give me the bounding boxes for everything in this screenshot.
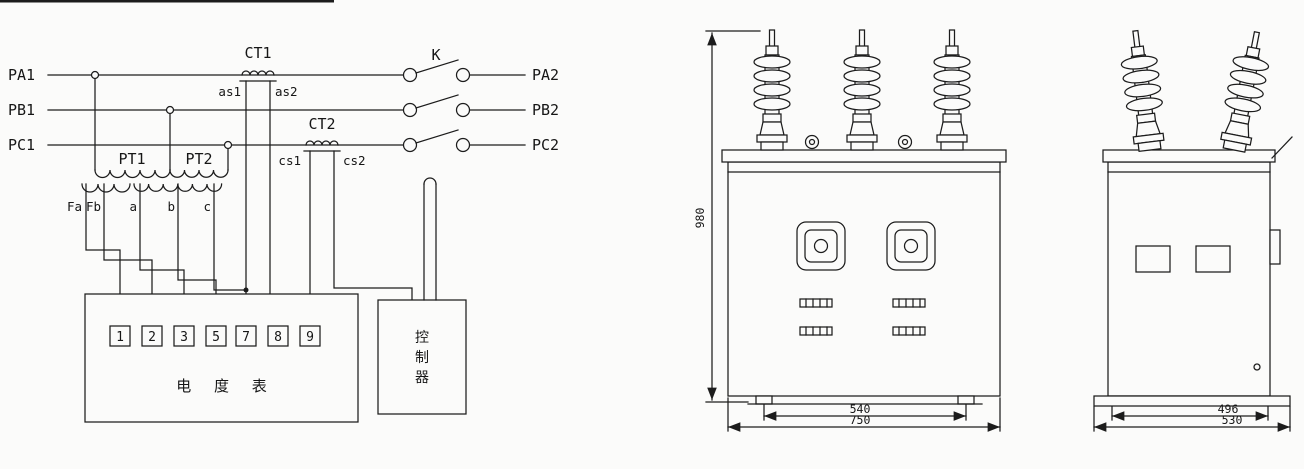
front-top-plate (721, 149, 1007, 163)
secondary-terminal-window-left (796, 221, 846, 271)
side-view: 496 530 (1093, 28, 1293, 432)
side-bracket-line (1271, 136, 1293, 159)
terminal-grilles (799, 298, 926, 336)
height-dim-text: 980 (693, 208, 707, 229)
dimension-750: 750 (727, 397, 1001, 432)
terminal-2-number: 2 (148, 330, 156, 345)
front-bushing-a (753, 29, 791, 151)
scan-edge-artifact (0, 0, 334, 3)
overall-width-dim-text: 750 (850, 413, 871, 427)
terminal-1 (109, 325, 131, 347)
pt-tap-fa-label: Fa (67, 199, 82, 214)
phase-label-pc1: PC1 (8, 136, 35, 154)
terminal-3 (173, 325, 195, 347)
meter-box: 1 2 3 5 7 8 9 电 度 表 (84, 293, 359, 423)
disconnect-switch-k (402, 59, 471, 153)
ct2-terminal-cs2-label: cs2 (343, 153, 366, 168)
terminal-7 (235, 325, 257, 347)
phase-label-pa2: PA2 (532, 66, 559, 84)
dimension-530: 530 (1093, 406, 1291, 432)
wiring-schematic: PA1 PB1 PC1 PA2 PB2 PC2 CT1 as1 as2 CT2 … (8, 44, 559, 423)
side-tank (1107, 161, 1271, 397)
ct1-symbol (239, 70, 277, 82)
terminal-5-number: 5 (212, 330, 220, 345)
mounting-depth-dim-text: 496 (1218, 402, 1239, 416)
phase-label-pa1: PA1 (8, 66, 35, 84)
ct1-terminal-as1-label: as1 (218, 84, 241, 99)
terminal-1-number: 1 (116, 330, 124, 345)
ct1-label: CT1 (244, 44, 271, 62)
ct2-terminal-cs1-label: cs1 (278, 153, 301, 168)
terminal-3-number: 3 (180, 330, 188, 345)
pt1-label: PT1 (118, 150, 145, 168)
node-pb1 (165, 105, 175, 115)
wire-junction-dot (243, 287, 249, 293)
front-view: 980 540 750 (693, 29, 1007, 432)
terminal-5 (205, 325, 227, 347)
controller-char-2: 制 (415, 350, 429, 366)
lifting-lug-right (897, 134, 913, 150)
front-bushing-c (933, 29, 971, 151)
side-window-right (1195, 245, 1231, 273)
pt-tap-fb-label: Fb (86, 199, 101, 214)
dimension-980: 980 (693, 30, 761, 403)
front-bushing-b (843, 29, 881, 151)
terminal-2 (141, 325, 163, 347)
meter-label: 电 度 表 (176, 377, 276, 395)
front-tank (727, 161, 1001, 397)
controller-char-3: 器 (415, 370, 429, 386)
front-base-feet (747, 395, 983, 405)
side-top-plate (1102, 149, 1276, 163)
terminal-9 (299, 325, 321, 347)
dimension-540: 540 (763, 402, 967, 421)
phase-label-pb2: PB2 (532, 101, 559, 119)
node-pc1 (223, 140, 233, 150)
lifting-lug-left (804, 134, 820, 150)
terminal-9-number: 9 (306, 330, 314, 345)
ct2-label: CT2 (308, 115, 335, 133)
phase-label-pb1: PB1 (8, 101, 35, 119)
side-window-left (1135, 245, 1171, 273)
phase-label-pc2: PC2 (532, 136, 559, 154)
side-base (1093, 395, 1291, 407)
switch-k-label: K (431, 46, 440, 64)
ct1-terminal-as2-label: as2 (275, 84, 298, 99)
controller-box: 控 制 器 (377, 177, 467, 415)
mounting-width-dim-text: 540 (850, 402, 871, 416)
node-pa1 (90, 70, 100, 80)
side-bushing-left (1116, 28, 1169, 153)
secondary-terminal-window-right (886, 221, 936, 271)
side-drain-knob (1253, 363, 1261, 371)
pt-symbols (81, 70, 233, 193)
controller-char-1: 控 (415, 330, 429, 346)
dimension-496: 496 (1111, 402, 1269, 421)
side-bushing-right (1215, 28, 1276, 155)
side-wall-box (1269, 229, 1281, 265)
pt-tap-c-label: c (203, 199, 211, 214)
pt-tap-b-label: b (167, 199, 175, 214)
terminal-7-number: 7 (242, 330, 250, 345)
overall-depth-dim-text: 530 (1222, 413, 1243, 427)
terminal-8-number: 8 (274, 330, 282, 345)
pt2-label: PT2 (185, 150, 212, 168)
terminal-8 (267, 325, 289, 347)
pt-tap-a-label: a (129, 199, 137, 214)
ct2-symbol (303, 140, 341, 152)
secondary-wiring (85, 80, 413, 327)
